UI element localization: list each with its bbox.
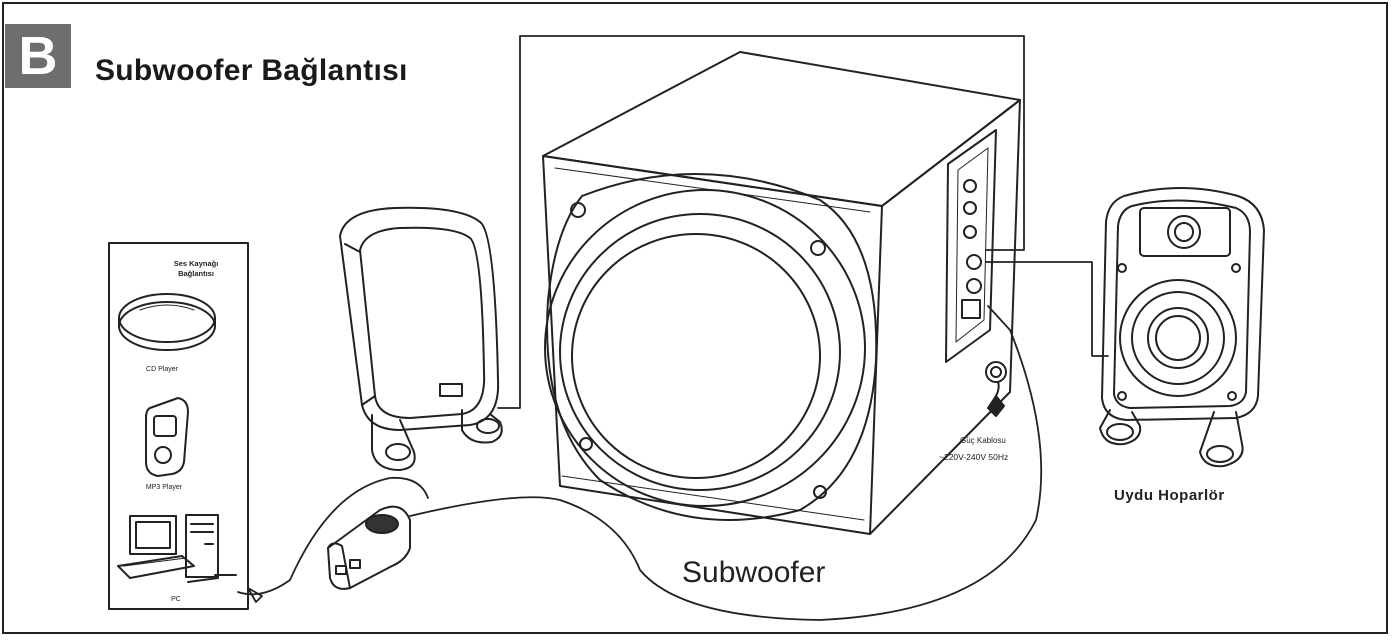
- source-heading-line1: Ses Kaynağı: [174, 259, 219, 268]
- pc-icon: [117, 514, 237, 583]
- power-cable-label-line1: Güç Kablosu: [960, 436, 1006, 445]
- cd-player-label: CD Player: [146, 366, 179, 373]
- power-cable-label-line2: ~220V-240V 50Hz: [939, 452, 1008, 462]
- pc-label: PC: [171, 596, 181, 603]
- source-heading-line2: Bağlantısı: [178, 269, 214, 278]
- cables: [237, 35, 1109, 621]
- section-badge: B: [5, 24, 71, 88]
- subwoofer-label: Subwoofer: [682, 556, 825, 589]
- right-satellite-speaker: [1099, 187, 1265, 468]
- mp3-player-label: MP3 Player: [146, 484, 183, 491]
- left-satellite-speaker: [339, 206, 503, 471]
- diagram-frame: [2, 2, 1388, 634]
- source-panel: [108, 242, 249, 610]
- page-title: Subwoofer Bağlantısı: [95, 54, 408, 87]
- volume-control: [327, 505, 411, 590]
- cd-player-icon: [118, 293, 216, 351]
- mp3-player-icon: [145, 397, 189, 477]
- subwoofer-unit: [542, 51, 1021, 535]
- satellite-speaker-label: Uydu Hoparlör: [1114, 487, 1225, 504]
